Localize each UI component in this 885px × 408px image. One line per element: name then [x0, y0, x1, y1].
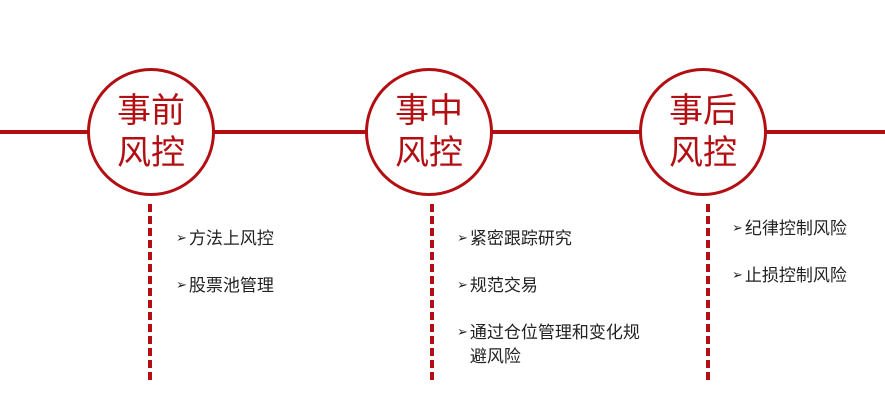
stage-1-title-line2: 风控 [117, 133, 185, 173]
stage-3-dashed-connector [706, 204, 710, 380]
stage-2-list: ➢ 紧密跟踪研究 ➢ 规范交易 ➢ 通过仓位管理和变化规避风险 [457, 227, 650, 392]
list-item-text: 纪律控制风险 [744, 219, 847, 239]
list-item: ➢ 止损控制风险 [732, 264, 847, 288]
stage-1-circle: 事前 风控 [87, 68, 215, 196]
list-item-text: 止损控制风险 [744, 266, 847, 286]
list-item: ➢ 紧密跟踪研究 [457, 227, 650, 251]
arrow-right-icon: ➢ [457, 278, 468, 293]
list-item-text: 股票池管理 [188, 276, 274, 296]
list-item: ➢ 纪律控制风险 [732, 217, 847, 241]
stage-1-dashed-connector [148, 204, 152, 380]
stage-2-circle: 事中 风控 [365, 68, 493, 196]
arrow-right-icon: ➢ [732, 268, 743, 283]
stage-1-list: ➢ 方法上风控 ➢ 股票池管理 [176, 227, 274, 321]
list-item-text: 紧密跟踪研究 [469, 229, 572, 249]
stage-2-dashed-connector [430, 204, 434, 380]
list-item: ➢ 股票池管理 [176, 274, 274, 298]
stage-3-title-line2: 风控 [669, 133, 737, 173]
list-item-text: 方法上风控 [188, 229, 274, 249]
list-item-text: 规范交易 [469, 276, 538, 296]
list-item: ➢ 规范交易 [457, 274, 650, 298]
arrow-right-icon: ➢ [732, 221, 743, 236]
arrow-right-icon: ➢ [457, 231, 468, 246]
arrow-right-icon: ➢ [176, 231, 187, 246]
stage-3-title-line1: 事后 [669, 91, 737, 131]
stage-3-circle: 事后 风控 [639, 68, 767, 196]
stage-2-title-line1: 事中 [395, 91, 463, 131]
stage-1-title-line1: 事前 [117, 91, 185, 131]
list-item-text: 通过仓位管理和变化规避风险 [469, 323, 640, 367]
stage-2-title-line2: 风控 [395, 133, 463, 173]
arrow-right-icon: ➢ [457, 325, 468, 340]
list-item: ➢ 通过仓位管理和变化规避风险 [457, 321, 650, 369]
stage-3-list: ➢ 纪律控制风险 ➢ 止损控制风险 [732, 217, 847, 311]
arrow-right-icon: ➢ [176, 278, 187, 293]
list-item: ➢ 方法上风控 [176, 227, 274, 251]
